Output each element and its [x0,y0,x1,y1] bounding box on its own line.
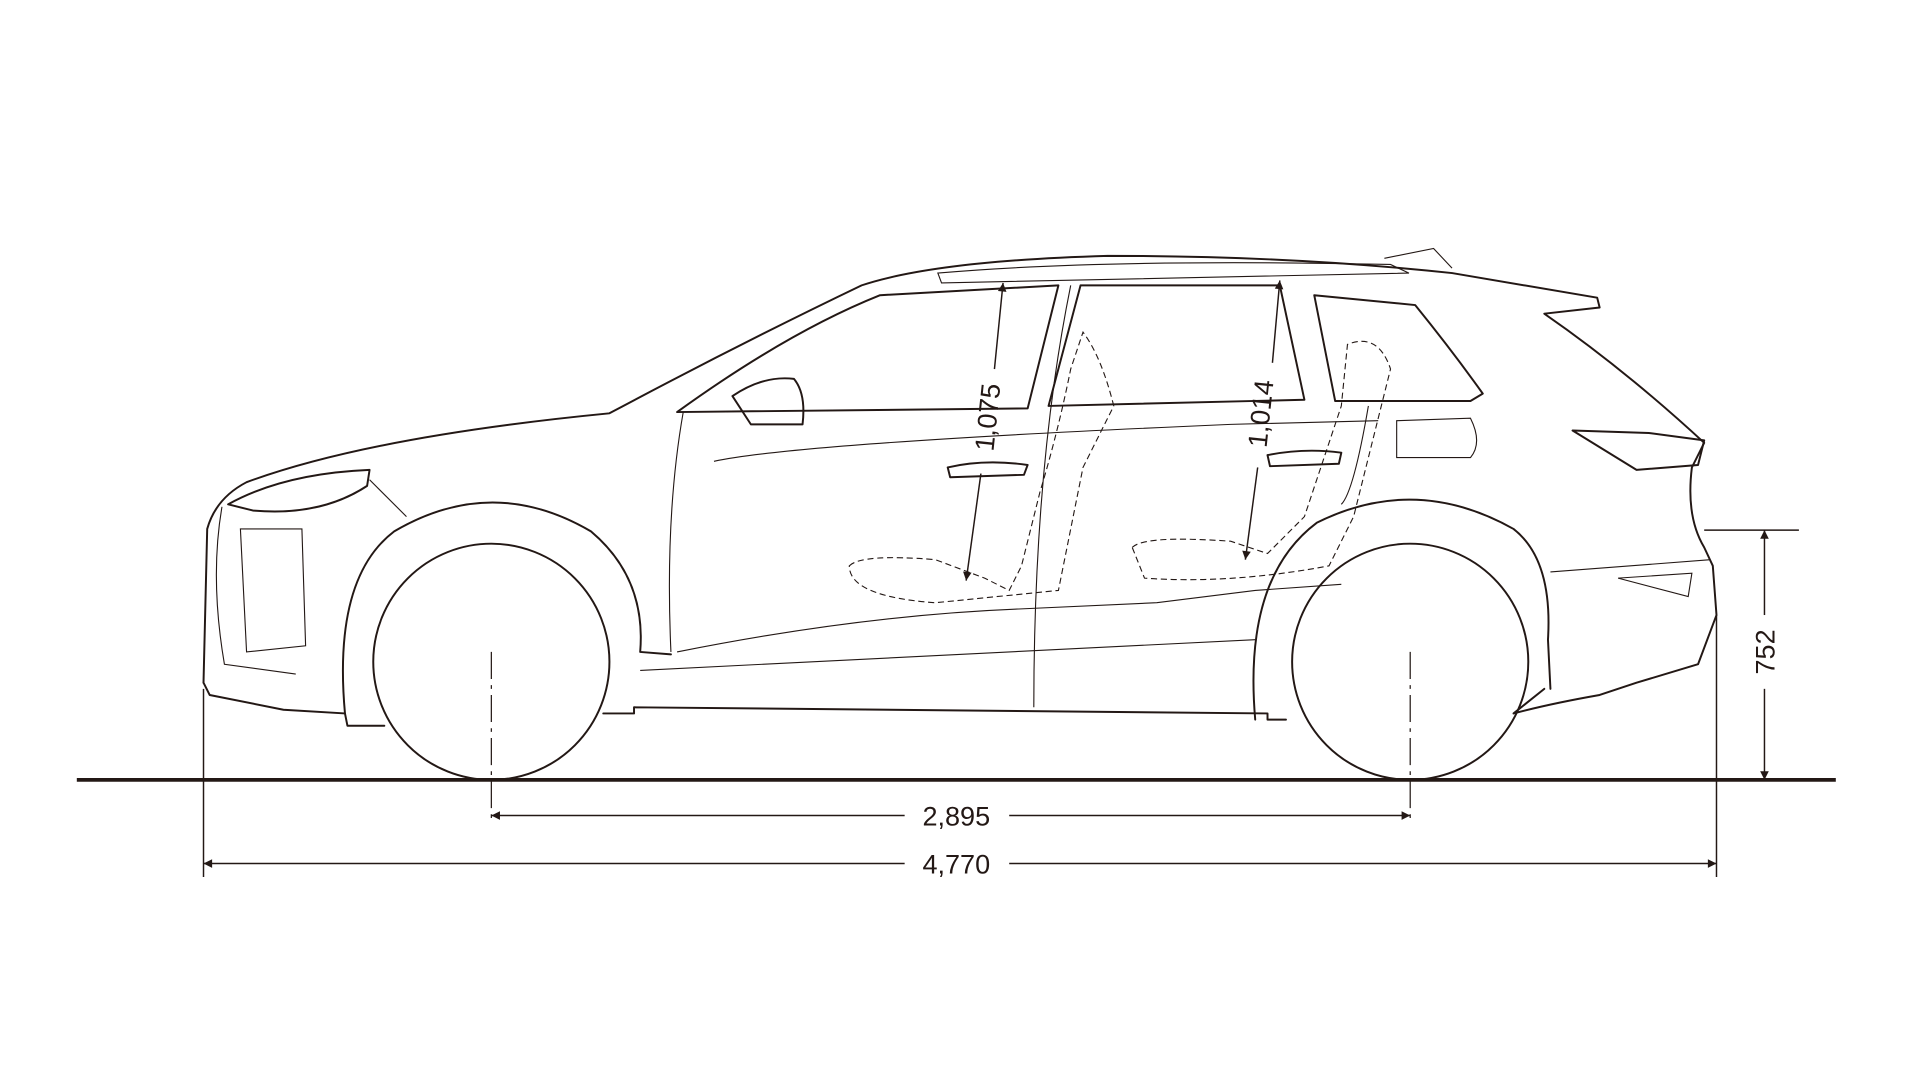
rear-door-handle [1266,449,1343,468]
rear-headroom-arrow-bottom [1242,467,1259,560]
wheelbase-label: 2,895 [922,801,990,831]
front-wheel [372,542,611,781]
side-mirror [731,377,805,426]
tail-light [1571,429,1706,471]
rear-wheel [1291,542,1530,781]
rear-headroom-arrow-top [1271,280,1284,363]
rear-height-label: 752 [1750,629,1780,674]
front-headroom-arrow-top [993,282,1007,370]
front-door-handle [946,461,1029,479]
front-headroom-arrow-bottom [963,473,982,581]
car-outline [202,247,1718,781]
overall-length-label: 4,770 [922,849,990,879]
front-headroom-label: 1,075 [969,382,1006,452]
rear-headroom-label: 1,014 [1243,378,1280,448]
